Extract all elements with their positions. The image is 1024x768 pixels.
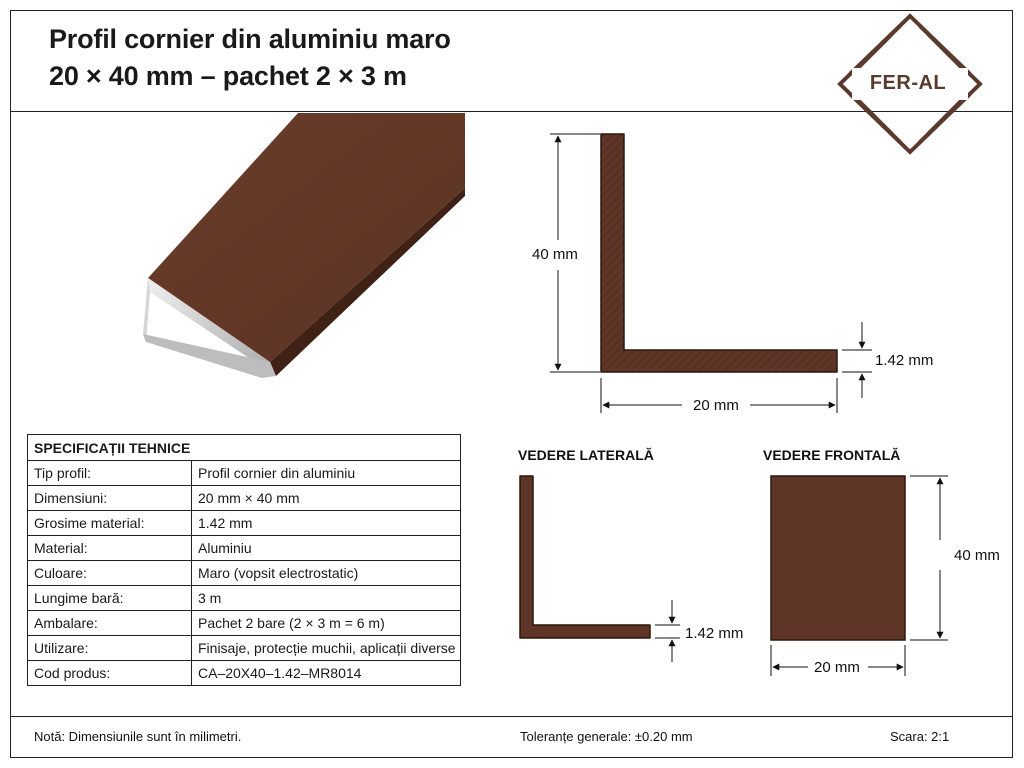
table-row: Culoare:Maro (vopsit electrostatic) — [27, 560, 461, 586]
spec-key: Utilizare: — [27, 635, 192, 661]
header-divider — [10, 111, 1013, 112]
side-view-drawing — [519, 475, 680, 662]
table-row: Ambalare:Pachet 2 bare (2 × 3 m = 6 m) — [27, 610, 461, 636]
side-view-label: VEDERE LATERALĂ — [518, 447, 654, 463]
spec-key: Ambalare: — [27, 610, 192, 636]
spec-value: 3 m — [191, 585, 461, 611]
main-width-label: 20 mm — [693, 397, 739, 414]
spec-key: Grosime material: — [27, 510, 192, 536]
specs-header-row: SPECIFICAȚII TEHNICE — [27, 434, 461, 461]
side-thickness-label: 1.42 mm — [685, 625, 744, 642]
main-height-label: 40 mm — [532, 246, 578, 263]
footer-divider — [10, 716, 1013, 717]
table-row: Utilizare:Finisaje, protecție muchii, ap… — [27, 635, 461, 661]
specs-table: SPECIFICAȚII TEHNICE Tip profil:Profil c… — [27, 434, 461, 686]
front-view-drawing — [770, 475, 948, 676]
table-row: Material:Aluminiu — [27, 535, 461, 561]
front-height-label: 40 mm — [954, 547, 1000, 564]
product-3d-render — [143, 113, 465, 378]
table-row: Grosime material:1.42 mm — [27, 510, 461, 536]
table-row: Lungime bară:3 m — [27, 585, 461, 611]
logo-text: FER-AL — [869, 72, 947, 94]
table-row: Cod produs:CA–20X40–1.42–MR8014 — [27, 660, 461, 686]
spec-key: Cod produs: — [27, 660, 192, 686]
spec-key: Tip profil: — [27, 460, 192, 486]
fer-al-logo — [837, 13, 983, 155]
spec-value: Finisaje, protecție muchii, aplicații di… — [191, 635, 461, 661]
table-row: Tip profil:Profil cornier din aluminiu — [27, 460, 461, 486]
spec-value: Aluminiu — [191, 535, 461, 561]
spec-value: 20 mm × 40 mm — [191, 485, 461, 511]
spec-key: Culoare: — [27, 560, 192, 586]
table-row: Dimensiuni:20 mm × 40 mm — [27, 485, 461, 511]
spec-value: CA–20X40–1.42–MR8014 — [191, 660, 461, 686]
specs-heading: SPECIFICAȚII TEHNICE — [27, 434, 461, 461]
page-subtitle: 20 × 40 mm – pachet 2 × 3 m — [49, 61, 407, 91]
spec-value: Profil cornier din aluminiu — [191, 460, 461, 486]
spec-key: Dimensiuni: — [27, 485, 192, 511]
spec-value: Pachet 2 bare (2 × 3 m = 6 m) — [191, 610, 461, 636]
front-width-label: 20 mm — [814, 659, 860, 676]
front-view-label: VEDERE FRONTALĂ — [763, 447, 901, 463]
footer-tolerance: Toleranțe generale: ±0.20 mm — [520, 729, 693, 744]
spec-key: Lungime bară: — [27, 585, 192, 611]
page-title: Profil cornier din aluminiu maro — [49, 24, 451, 54]
spec-key: Material: — [27, 535, 192, 561]
spec-value: Maro (vopsit electrostatic) — [191, 560, 461, 586]
main-thickness-label: 1.42 mm — [875, 352, 934, 369]
spec-value: 1.42 mm — [191, 510, 461, 536]
footer-scale: Scara: 2:1 — [890, 729, 950, 744]
footer-note: Notă: Dimensiunile sunt în milimetri. — [34, 729, 242, 744]
main-cross-section — [550, 133, 872, 413]
